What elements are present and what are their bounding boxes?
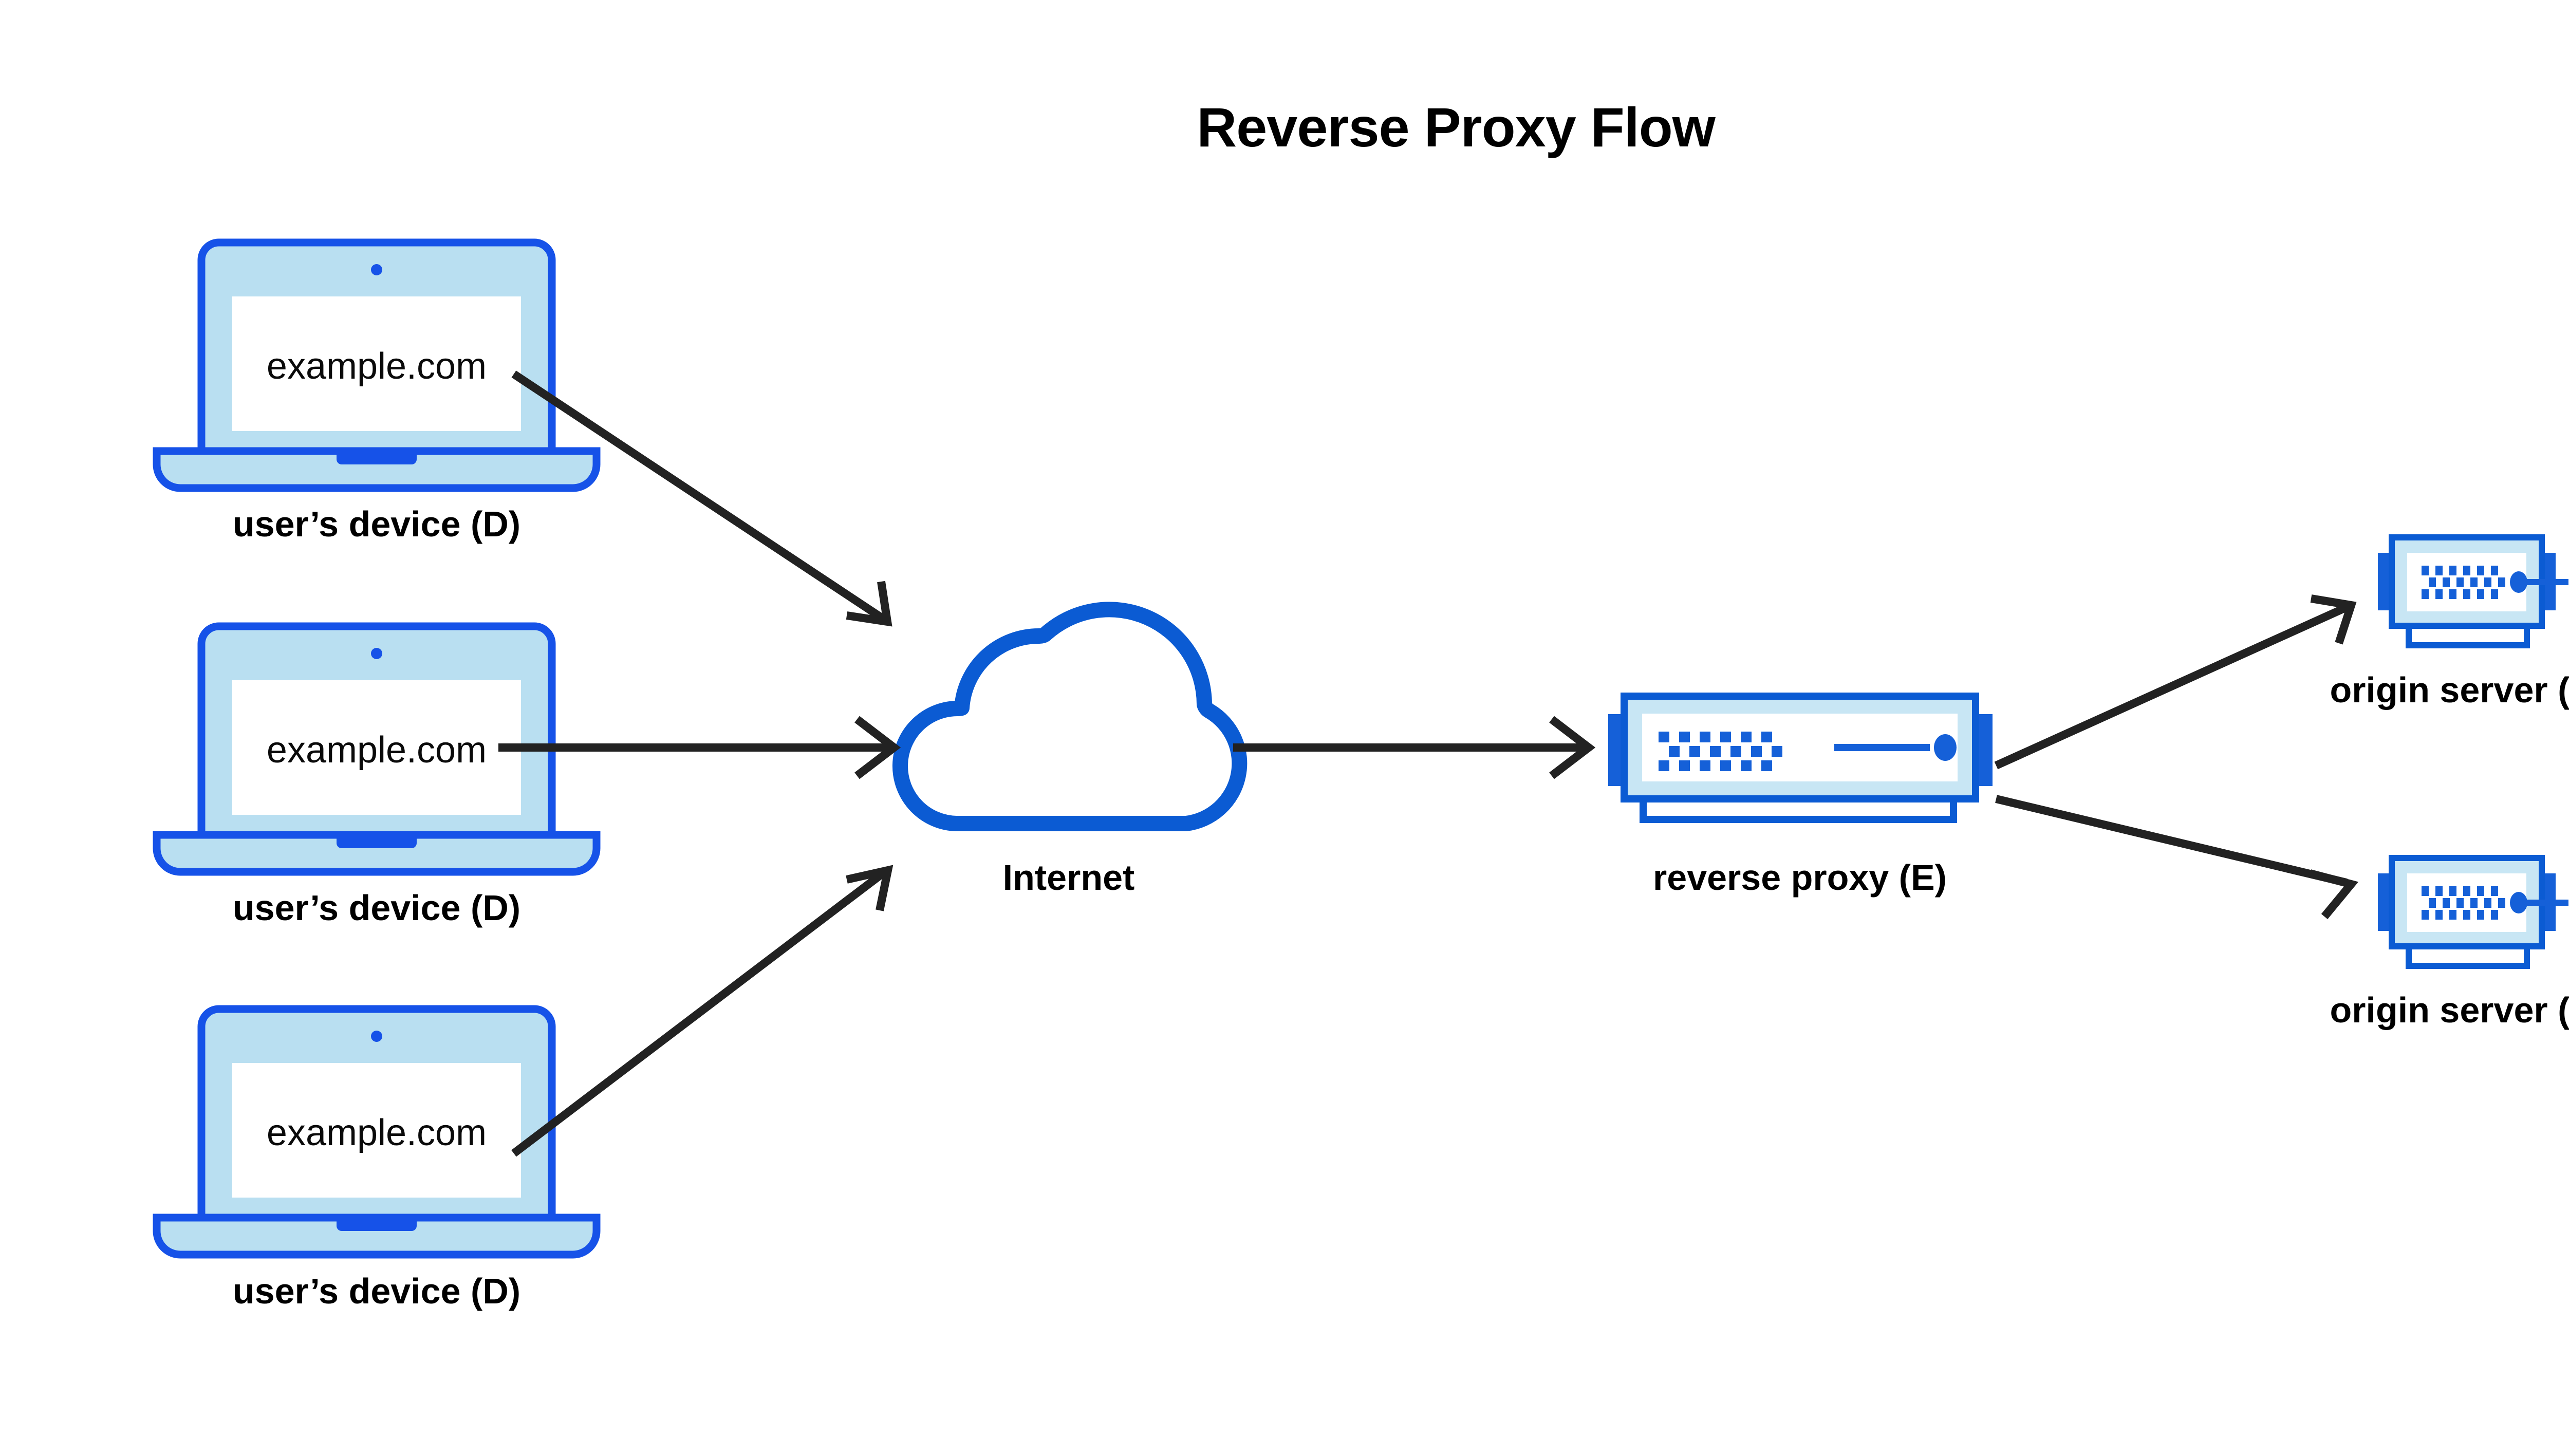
laptop-screen	[232, 680, 521, 815]
laptop-camera-dot	[371, 264, 382, 275]
server-vent-grid	[2422, 566, 2505, 599]
arrow-client-1-to-internet	[511, 370, 892, 627]
label-client-1: user’s device (D)	[232, 888, 521, 928]
server-front-panel	[2407, 873, 2526, 932]
server-status-bar	[1834, 744, 1930, 751]
arrow-reverse-proxy-to-origin-1	[1994, 594, 2357, 770]
laptop-screen	[232, 296, 521, 431]
laptop-icon-client-3[interactable]	[153, 238, 601, 492]
server-vent-grid	[2422, 886, 2505, 920]
label-client-2: user’s device (D)	[232, 1271, 521, 1311]
laptop-base	[153, 831, 601, 876]
laptop-screen	[232, 1063, 521, 1198]
label-origin-1: origin server (F)	[2330, 670, 2569, 710]
laptop-icon-client-2[interactable]	[153, 1005, 601, 1259]
laptop-base	[153, 1214, 601, 1259]
laptop-camera-dot	[371, 1031, 382, 1042]
arrow-internet-to-reverse-proxy	[1233, 716, 1596, 779]
label-reverse-proxy: reverse proxy (E)	[1653, 857, 1947, 898]
laptop-camera-dot	[371, 648, 382, 659]
laptop-screen-text-client-2: example.com	[266, 1112, 487, 1153]
server-icon-origin-1[interactable]	[2378, 534, 2568, 648]
server-front-panel	[2407, 553, 2526, 611]
arrow-client-3-to-internet	[511, 865, 893, 1157]
label-internet: Internet	[1002, 857, 1135, 898]
label-client-3: user’s device (D)	[232, 504, 521, 544]
server-status-led	[1934, 734, 1957, 761]
laptop-base	[153, 447, 601, 492]
page-title: Reverse Proxy Flow	[1197, 96, 1715, 158]
laptop-screen-text-client-1: example.com	[266, 730, 487, 771]
laptop-trackpad-notch	[337, 1218, 417, 1231]
server-icon-reverse-proxy[interactable]	[1608, 693, 1993, 823]
label-origin-2: origin server (F)	[2330, 990, 2569, 1030]
arrow-client-2-to-internet	[498, 716, 901, 779]
cloud-shape	[892, 602, 1248, 831]
server-icon-origin-2[interactable]	[2378, 855, 2568, 969]
laptop-trackpad-notch	[337, 835, 417, 848]
server-status-led	[2510, 571, 2527, 593]
laptop-icon-client-1[interactable]	[153, 622, 601, 876]
laptop-trackpad-notch	[337, 451, 417, 464]
laptop-screen-text-client-3: example.com	[266, 346, 487, 387]
arrow-reverse-proxy-to-origin-2	[1995, 795, 2359, 920]
server-status-led	[2510, 892, 2527, 913]
cloud-icon-internet[interactable]	[892, 602, 1248, 831]
server-vent-grid	[1659, 732, 1782, 771]
